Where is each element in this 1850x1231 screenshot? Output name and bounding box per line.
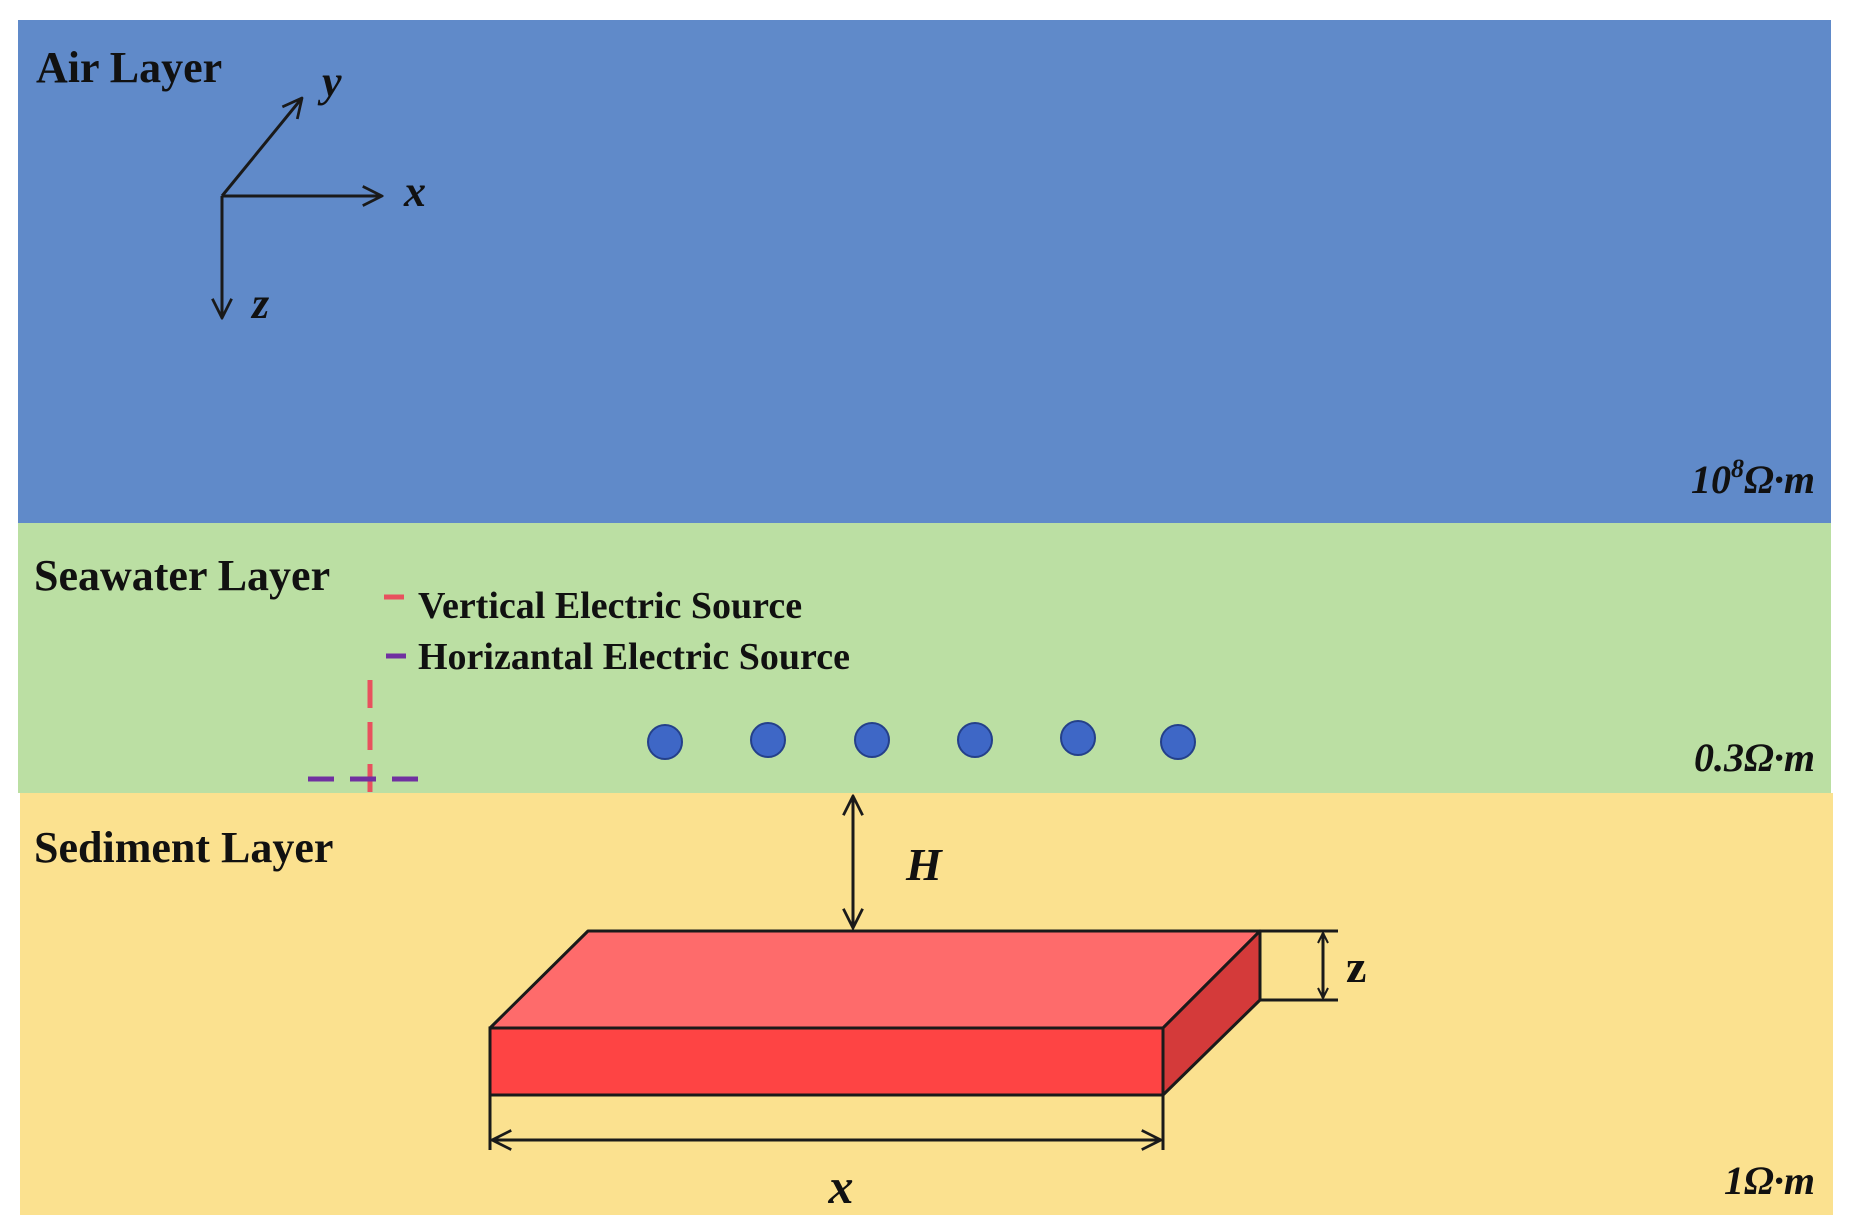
source-legend: Vertical Electric Source Horizantal Elec… [384,585,850,678]
target-top-face [488,929,1262,1030]
x-axis-label: x [403,167,426,216]
receiver [957,722,993,758]
receiver [1160,724,1196,760]
air-resistivity-unit: Ω·m [1744,457,1815,502]
air-layer [18,20,1831,523]
receiver-array [647,720,1196,760]
y-axis-arrow [220,98,302,197]
receiver [854,722,890,758]
length-label: x [828,1158,854,1214]
depth-label: H [905,839,943,890]
target-front-face [488,1026,1165,1097]
receiver [647,724,683,760]
air-resistivity-exponent: 8 [1731,454,1744,483]
z-axis-label: z [250,279,269,328]
seawater-resistivity-label: 0.3Ω·m [1694,735,1815,780]
air-resistivity-base: 10 [1691,457,1731,502]
air-resistivity-label: 108Ω·m [1691,454,1815,502]
receiver [1060,720,1096,756]
sediment-resistivity-label: 1Ω·m [1724,1158,1815,1203]
air-layer-label: Air Layer [36,43,222,92]
target-body [488,929,1262,1097]
y-axis-label: y [317,57,342,106]
coordinate-axes: x y z [222,57,426,328]
seawater-layer-label: Seawater Layer [34,551,330,600]
sediment-layer-label: Sediment Layer [34,823,333,872]
horizontal-source-legend-label: Horizantal Electric Source [418,636,850,678]
thickness-label: z [1346,941,1366,992]
vertical-source-legend-label: Vertical Electric Source [418,585,802,627]
receiver [750,722,786,758]
seawater-layer [18,523,1831,793]
